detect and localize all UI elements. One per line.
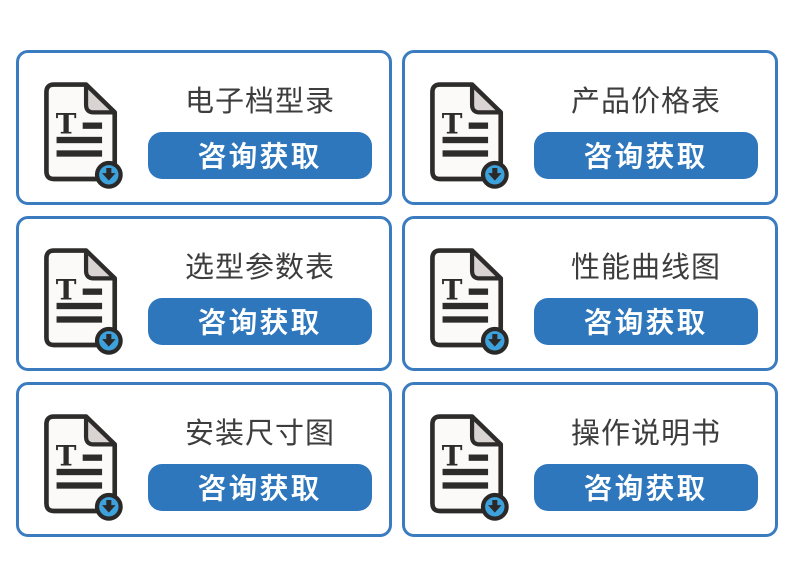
consult-button[interactable]: 咨询获取	[148, 463, 372, 511]
consult-button[interactable]: 咨询获取	[148, 297, 372, 345]
document-download-icon	[38, 412, 124, 524]
card-title: 电子档型录	[184, 85, 335, 118]
card-electronic-catalog: 电子档型录 咨询获取	[16, 50, 392, 205]
consult-button[interactable]: 咨询获取	[534, 131, 758, 179]
document-download-icon	[424, 246, 510, 358]
card-title: 安装尺寸图	[184, 417, 335, 450]
document-download-icon	[38, 246, 124, 358]
card-title: 操作说明书	[570, 417, 721, 450]
card-body: 产品价格表 咨询获取	[534, 77, 758, 179]
card-body: 安装尺寸图 咨询获取	[148, 409, 372, 511]
card-title: 产品价格表	[570, 85, 721, 118]
card-title: 性能曲线图	[570, 251, 721, 284]
card-installation-dimensions: 安装尺寸图 咨询获取	[16, 382, 392, 537]
card-body: 操作说明书 咨询获取	[534, 409, 758, 511]
card-title: 选型参数表	[184, 251, 335, 284]
consult-button[interactable]: 咨询获取	[534, 463, 758, 511]
card-body: 电子档型录 咨询获取	[148, 77, 372, 179]
document-download-icon	[424, 80, 510, 192]
document-download-icon	[424, 412, 510, 524]
card-body: 性能曲线图 咨询获取	[534, 243, 758, 345]
document-download-icon	[38, 80, 124, 192]
card-selection-parameters: 选型参数表 咨询获取	[16, 216, 392, 371]
card-performance-curve: 性能曲线图 咨询获取	[402, 216, 778, 371]
card-price-list: 产品价格表 咨询获取	[402, 50, 778, 205]
resource-cards-grid: 电子档型录 咨询获取 产品价格表 咨询获取 选型参数表 咨询获取 性能曲线图 咨…	[16, 50, 778, 537]
card-operation-manual: 操作说明书 咨询获取	[402, 382, 778, 537]
card-body: 选型参数表 咨询获取	[148, 243, 372, 345]
consult-button[interactable]: 咨询获取	[534, 297, 758, 345]
consult-button[interactable]: 咨询获取	[148, 131, 372, 179]
